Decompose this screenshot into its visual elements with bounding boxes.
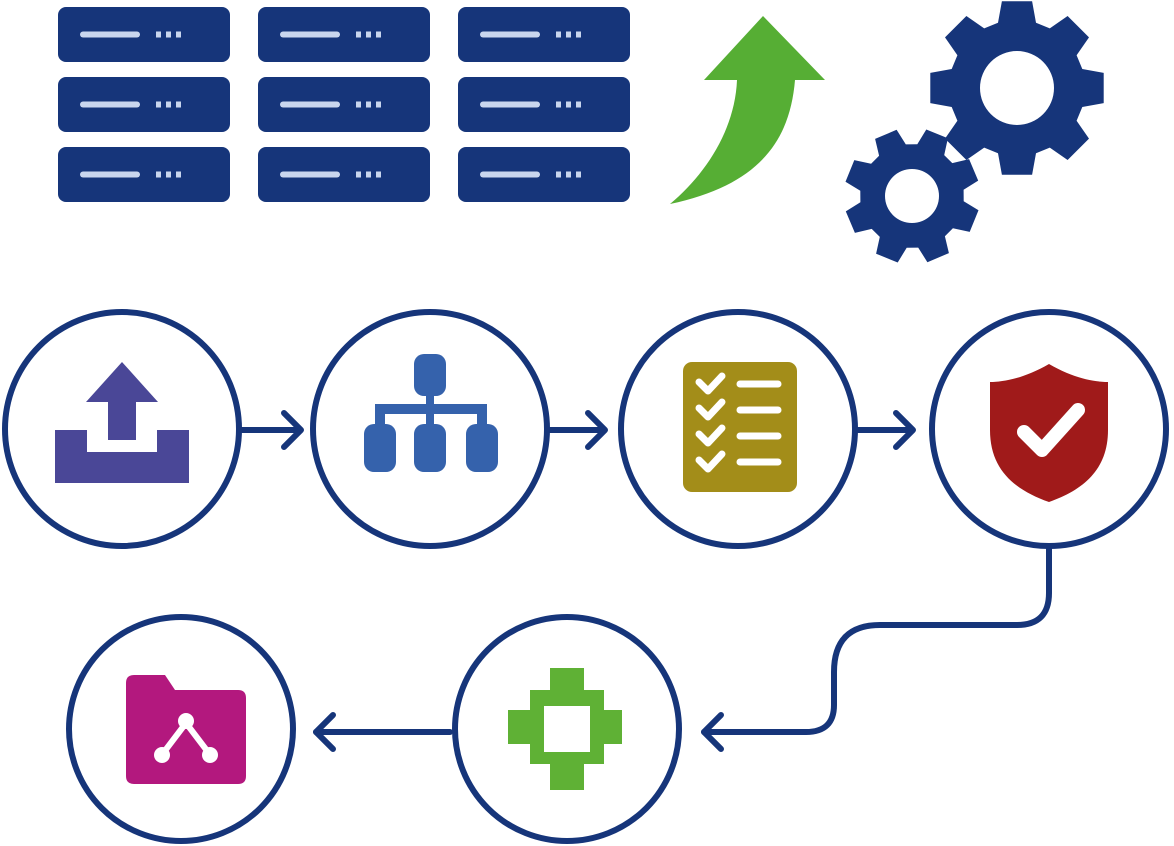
connector-hierarchy-checklist <box>547 410 608 450</box>
gears-icon <box>845 1 1104 263</box>
shield-check-icon <box>990 364 1108 502</box>
growth-arrow-icon <box>670 16 825 204</box>
connector-checklist-security <box>853 410 916 450</box>
server-rack-icon <box>58 77 230 132</box>
upload-tray-icon <box>55 362 189 483</box>
connector-integration-shared-folder <box>313 712 453 752</box>
server-rack-icon <box>58 147 230 202</box>
server-rack-icon <box>458 7 630 62</box>
server-rack-icon <box>258 77 430 132</box>
server-rack-icon <box>258 7 430 62</box>
server-rack-icon <box>458 77 630 132</box>
server-rack-icon <box>58 7 230 62</box>
connector-upload-hierarchy <box>235 410 304 450</box>
server-rack-icon <box>458 147 630 202</box>
shared-folder-icon <box>126 675 246 784</box>
connectors <box>235 410 1052 752</box>
checklist-icon <box>683 362 797 492</box>
integration-hub-icon <box>508 668 622 790</box>
hierarchy-icon <box>364 354 498 472</box>
step-circle-integration <box>452 614 682 844</box>
server-grid <box>58 7 630 202</box>
connector-security-integration <box>701 545 1052 752</box>
server-rack-icon <box>258 147 430 202</box>
